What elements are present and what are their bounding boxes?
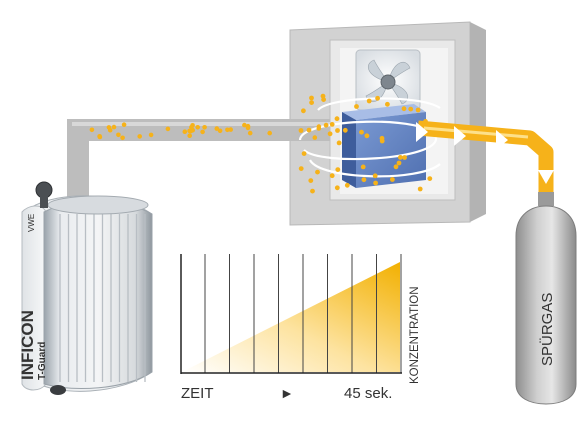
device-model: T-Guard — [37, 342, 48, 380]
gas-particle — [98, 135, 103, 140]
gas-particle — [116, 133, 121, 138]
gas-particle — [308, 178, 313, 183]
gas-particle — [418, 187, 423, 192]
gas-particle — [313, 135, 318, 140]
gas-particle — [190, 123, 195, 128]
gas-particle — [328, 131, 333, 136]
gas-particle — [90, 128, 95, 133]
gas-particle — [397, 161, 402, 166]
gas-particle — [137, 134, 142, 139]
gas-particle — [301, 108, 306, 113]
gas-particle — [402, 155, 407, 160]
gas-particle — [380, 139, 385, 144]
gas-cylinder-label: SPÜRGAS — [538, 293, 556, 366]
gas-particle — [248, 131, 253, 136]
device-connector-icon — [36, 182, 52, 198]
gas-particle — [330, 173, 335, 178]
gas-particle — [309, 96, 314, 101]
gas-particle — [423, 119, 428, 124]
gas-particle — [330, 122, 335, 127]
gas-particle — [427, 176, 432, 181]
gas-particle — [402, 106, 407, 111]
gas-particle — [335, 116, 340, 121]
gas-particle — [394, 164, 399, 169]
gas-particle — [302, 151, 307, 156]
gas-particle — [187, 133, 192, 138]
gas-particle — [215, 126, 220, 131]
gas-particle — [335, 185, 340, 190]
gas-particle — [267, 131, 272, 136]
gas-particle — [149, 133, 154, 138]
device-brand: INFICON — [18, 310, 37, 380]
gas-cylinder: SPÜRGAS — [516, 192, 576, 404]
gas-particle — [385, 102, 390, 107]
gas-particle — [416, 108, 421, 113]
gas-particle — [202, 125, 207, 130]
gas-particle — [324, 123, 329, 128]
gas-particle — [335, 167, 340, 172]
gas-particle — [195, 125, 200, 130]
gas-particle — [183, 129, 188, 134]
gas-particle — [345, 183, 350, 188]
gas-particle — [317, 126, 322, 131]
gas-particle — [112, 125, 117, 130]
gas-particle — [200, 130, 205, 135]
gas-particle — [190, 128, 195, 133]
gas-particle — [307, 128, 312, 133]
gas-particle — [375, 96, 380, 101]
gas-particle — [398, 155, 403, 160]
gas-particle — [362, 177, 367, 182]
gas-particle — [408, 107, 413, 112]
graph-x-start-label: ZEIT — [181, 385, 214, 402]
graph-x-end-label: 45 sek. — [344, 385, 392, 402]
gas-particle — [337, 141, 342, 146]
gas-particle — [228, 127, 233, 132]
gas-particle — [335, 128, 340, 133]
gas-particle — [367, 99, 372, 104]
gas-particle — [373, 173, 378, 178]
gas-particle — [166, 127, 171, 132]
gas-particle — [315, 170, 320, 175]
gas-particle — [120, 136, 125, 141]
leak-detector-device: VWE INFICON T-Guard — [18, 182, 152, 395]
graph-x-arrow-icon: ► — [280, 385, 294, 401]
gas-particle — [108, 128, 113, 133]
gas-particle — [390, 177, 395, 182]
gas-particle — [299, 128, 304, 133]
gas-particle — [365, 133, 370, 138]
concentration-graph: ZEIT ► 45 sek. KONZENTRATION — [181, 254, 421, 402]
gas-particle — [299, 166, 304, 171]
gas-particle — [310, 189, 315, 194]
gas-particle — [321, 94, 326, 99]
gas-particle — [122, 122, 127, 127]
gas-particle — [361, 165, 366, 170]
gas-particle — [373, 181, 378, 186]
gas-particle — [354, 104, 359, 109]
graph-y-label: KONZENTRATION — [409, 286, 421, 384]
gas-particle — [343, 128, 348, 133]
gas-particle — [309, 100, 314, 105]
device-badge: VWE — [27, 214, 36, 232]
gas-particle — [246, 126, 251, 131]
gas-particle — [359, 130, 364, 135]
